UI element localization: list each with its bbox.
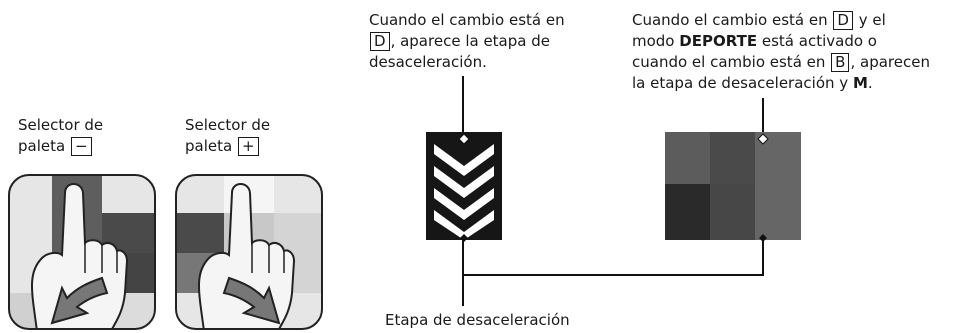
sport-mode-label: DEPORTE — [679, 32, 758, 50]
shift-b-box: B — [831, 53, 850, 72]
caption-sport-mode: Cuando el cambio está en D y el modo DEP… — [632, 11, 930, 92]
mode-m-label: M — [852, 74, 868, 92]
caption-shift-d: Cuando el cambio está en D, aparece la e… — [369, 11, 565, 71]
bottom-caption: Etapa de desaceleración — [385, 311, 570, 329]
plus-symbol-box: + — [237, 137, 259, 156]
plus-paddle-icon — [174, 173, 324, 331]
deceleration-chevron-panel — [426, 132, 502, 242]
minus-symbol-box: − — [70, 137, 92, 156]
paddle-plus-label: Selector de paleta + — [185, 116, 271, 156]
paddle-minus-label: Selector de paleta − — [18, 116, 104, 156]
sport-mode-panel — [665, 132, 801, 242]
minus-paddle-icon — [7, 173, 157, 331]
shift-d-box-2: D — [833, 11, 853, 30]
shift-d-box: D — [370, 32, 390, 51]
